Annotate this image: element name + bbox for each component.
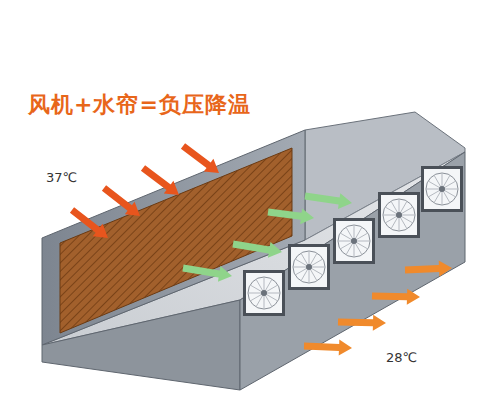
exhaust-fan [288, 244, 330, 290]
fan-ring [383, 199, 415, 231]
temperature-label: 28℃ [386, 350, 417, 365]
fan-ring [426, 173, 458, 205]
near-wall [42, 300, 240, 390]
pad-wall [42, 130, 305, 345]
fan-hub [261, 290, 267, 296]
fan-frame [333, 218, 375, 264]
fan-frame [288, 244, 330, 290]
fan-face [336, 221, 372, 261]
fan-ring [338, 225, 370, 257]
hot-air-arrow [181, 143, 219, 173]
exhaust-fan [421, 166, 463, 212]
diagram-title: 风机+水帘=负压降温 [28, 90, 251, 120]
fan-frame [378, 192, 420, 238]
cool-air-arrow [305, 193, 353, 210]
exhaust-arrow [338, 315, 386, 331]
fan-ring [248, 277, 280, 309]
exhaust-fan [378, 192, 420, 238]
fan-wall [240, 152, 465, 390]
fan-face [246, 273, 282, 313]
fan-hub [351, 238, 357, 244]
fan-face [381, 195, 417, 235]
exhaust-arrow [304, 340, 352, 356]
hot-air-arrow [70, 207, 108, 238]
cool-air-arrow [232, 241, 282, 258]
fan-face [291, 247, 327, 287]
hot-air-arrow [102, 185, 140, 216]
fan-face [424, 169, 460, 209]
cooling-pad [60, 148, 292, 333]
exhaust-fan [333, 218, 375, 264]
temperature-label: 37℃ [46, 170, 77, 185]
fan-frame [421, 166, 463, 212]
fan-frame [243, 270, 285, 316]
hot-air-arrow [141, 165, 179, 195]
cool-air-arrow [268, 208, 315, 224]
fan-hub [396, 212, 402, 218]
fan-hub [439, 186, 445, 192]
fan-hub [306, 264, 312, 270]
exhaust-fan [243, 270, 285, 316]
fan-ring [293, 251, 325, 283]
exhaust-arrow [372, 289, 420, 305]
cool-air-arrow [182, 265, 232, 282]
exhaust-arrow [405, 261, 452, 277]
